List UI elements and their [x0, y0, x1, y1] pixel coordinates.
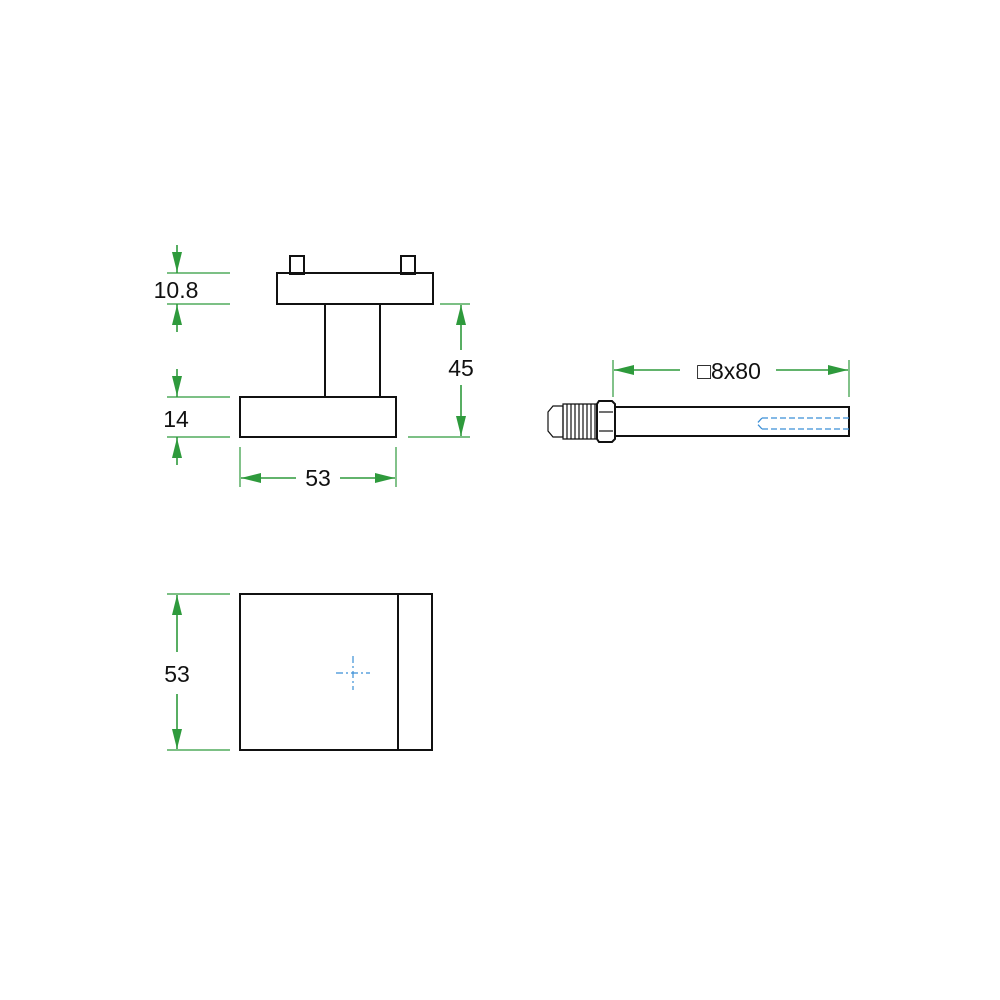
- dim-label-spindle: □8x80: [697, 358, 761, 384]
- arrowhead: [172, 595, 182, 615]
- dimension-overall-height: 45: [408, 303, 474, 438]
- spindle-shaft: [614, 406, 850, 437]
- rose-plate: [276, 272, 434, 305]
- spindle-hidden-bore: [756, 417, 849, 430]
- spindle-thread: [562, 403, 598, 440]
- dimension-spindle: □8x80: [612, 358, 850, 397]
- dim-label-overall-height: 45: [448, 355, 474, 381]
- knob-neck: [324, 303, 381, 398]
- arrowhead: [172, 729, 182, 749]
- arrowhead: [241, 473, 261, 483]
- center-mark: [336, 656, 370, 690]
- dimension-rose-thickness: 10.8: [154, 245, 230, 332]
- spindle-view: [547, 400, 850, 443]
- arrowhead: [172, 438, 182, 458]
- knob-top-view: [239, 593, 433, 751]
- dimension-top-view-size: 53: [164, 593, 230, 751]
- rose-pin-right: [400, 255, 416, 275]
- dim-label-top-view-size: 53: [164, 661, 190, 687]
- dim-label-base-thickness: 14: [163, 406, 189, 432]
- arrowhead: [828, 365, 848, 375]
- arrowhead: [614, 365, 634, 375]
- knob-base: [239, 396, 397, 438]
- spindle-nut: [596, 400, 616, 443]
- rose-pin-left: [289, 255, 305, 275]
- hidden-line: [756, 417, 763, 430]
- arrowhead: [456, 305, 466, 325]
- arrowhead: [456, 416, 466, 436]
- arrowhead: [172, 252, 182, 272]
- dim-label-rose-thickness: 10.8: [154, 277, 199, 303]
- arrowhead: [172, 376, 182, 396]
- top-view-outline: [239, 593, 433, 751]
- dimension-base-width: 53: [239, 447, 397, 491]
- dim-label-base-width: 53: [305, 465, 331, 491]
- thread-ridges: [566, 404, 596, 439]
- arrowhead: [375, 473, 395, 483]
- knob-side-view: [239, 255, 434, 438]
- dimension-base-thickness: 14: [163, 369, 230, 465]
- arrowhead: [172, 305, 182, 325]
- spindle-thread-tip: [547, 405, 564, 438]
